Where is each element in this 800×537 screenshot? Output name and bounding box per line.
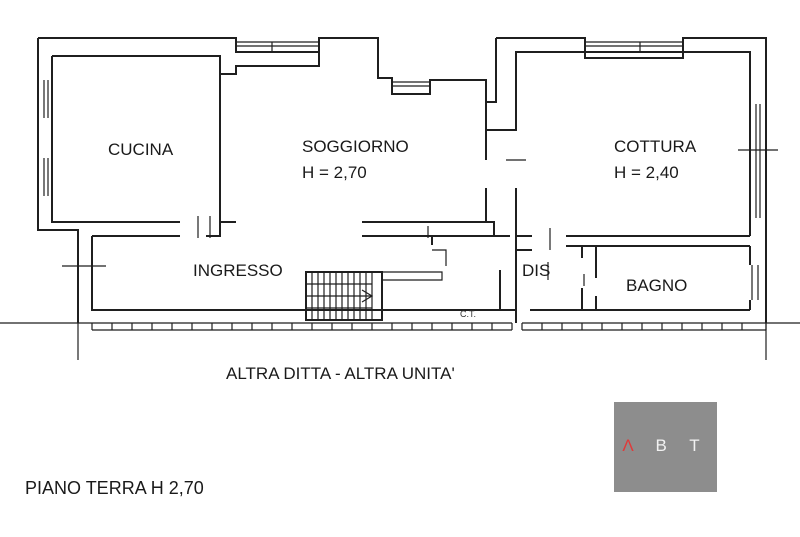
label-ingresso: INGRESSO [193, 261, 283, 280]
bottom-wall [0, 322, 800, 360]
label-ct: C.T. [460, 309, 476, 319]
neighbor-label: ALTRA DITTA - ALTRA UNITA' [226, 364, 455, 383]
label-cottura: COTTURA [614, 137, 697, 156]
logo-letters: B T [655, 436, 709, 455]
interior-walls [91, 130, 751, 323]
label-bagno: BAGNO [626, 276, 687, 295]
abt-logo: Λ B T [614, 402, 717, 492]
logo-text: Λ B T [614, 436, 717, 456]
windows [43, 41, 761, 300]
floor-label: PIANO TERRA H 2,70 [25, 478, 204, 498]
label-cucina: CUCINA [108, 140, 174, 159]
logo-letter-a: Λ [622, 436, 642, 455]
label-soggiorno-height: H = 2,70 [302, 163, 367, 182]
room-labels: CUCINA SOGGIORNO H = 2,70 COTTURA H = 2,… [108, 137, 697, 319]
label-cottura-height: H = 2,40 [614, 163, 679, 182]
outer-walls [37, 37, 767, 323]
wall-ticks [62, 149, 778, 286]
label-dis: DIS [522, 261, 550, 280]
staircase [305, 249, 447, 321]
label-soggiorno: SOGGIORNO [302, 137, 409, 156]
